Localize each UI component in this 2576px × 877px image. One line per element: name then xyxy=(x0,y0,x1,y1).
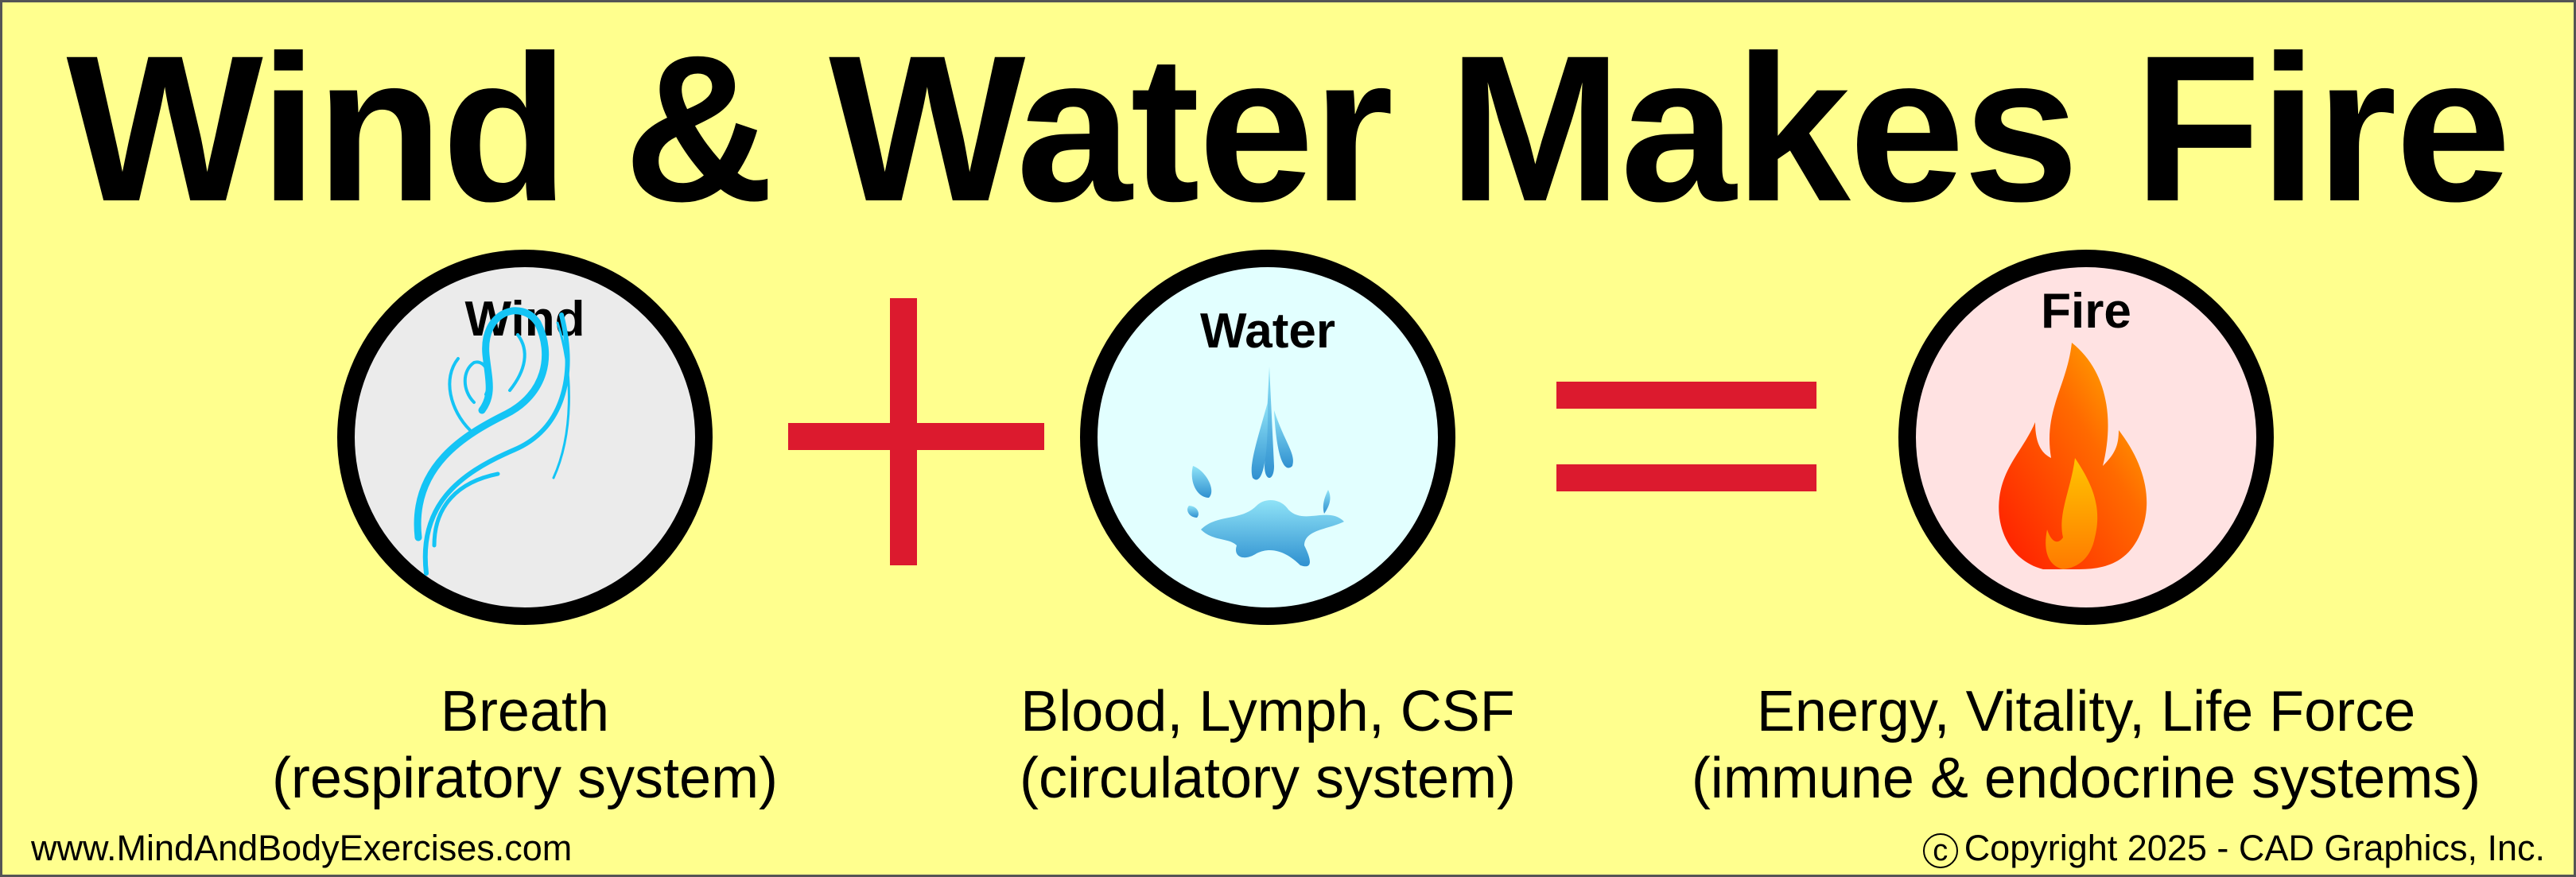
wind-caption-line2: (respiratory system) xyxy=(271,747,779,810)
equals-operator-bottom xyxy=(1556,464,1816,491)
wind-caption-line1: Breath xyxy=(440,680,610,743)
water-caption: Blood, Lymph, CSF (circulatory system) xyxy=(870,678,1665,812)
water-caption-line2: (circulatory system) xyxy=(1019,747,1517,810)
equals-operator-top xyxy=(1556,382,1816,409)
water-circle: Water xyxy=(1080,250,1455,625)
copyright-text: Copyright 2025 - CAD Graphics, Inc. xyxy=(1964,828,2545,868)
copyright-icon: c xyxy=(1922,833,1958,869)
water-label: Water xyxy=(1200,304,1335,359)
water-splash-icon xyxy=(1187,367,1344,567)
wind-circle: Wind xyxy=(337,250,713,625)
wind-icon xyxy=(414,307,570,576)
fire-caption-line1: Energy, Vitality, Life Force xyxy=(1756,680,2416,743)
website-link[interactable]: www.MindAndBodyExercises.com xyxy=(31,828,573,868)
plus-operator-vertical xyxy=(890,298,917,565)
water-caption-line1: Blood, Lymph, CSF xyxy=(1020,680,1515,743)
poster-title: Wind & Water Makes Fire xyxy=(66,12,2511,245)
fire-circle: Fire xyxy=(1898,250,2274,625)
wind-caption: Breath (respiratory system) xyxy=(127,678,923,812)
fire-caption: Energy, Vitality, Life Force (immune & e… xyxy=(1688,678,2484,812)
fire-caption-line2: (immune & endocrine systems) xyxy=(1691,747,2481,810)
fire-label: Fire xyxy=(2041,284,2131,339)
flame-icon xyxy=(1999,343,2147,569)
